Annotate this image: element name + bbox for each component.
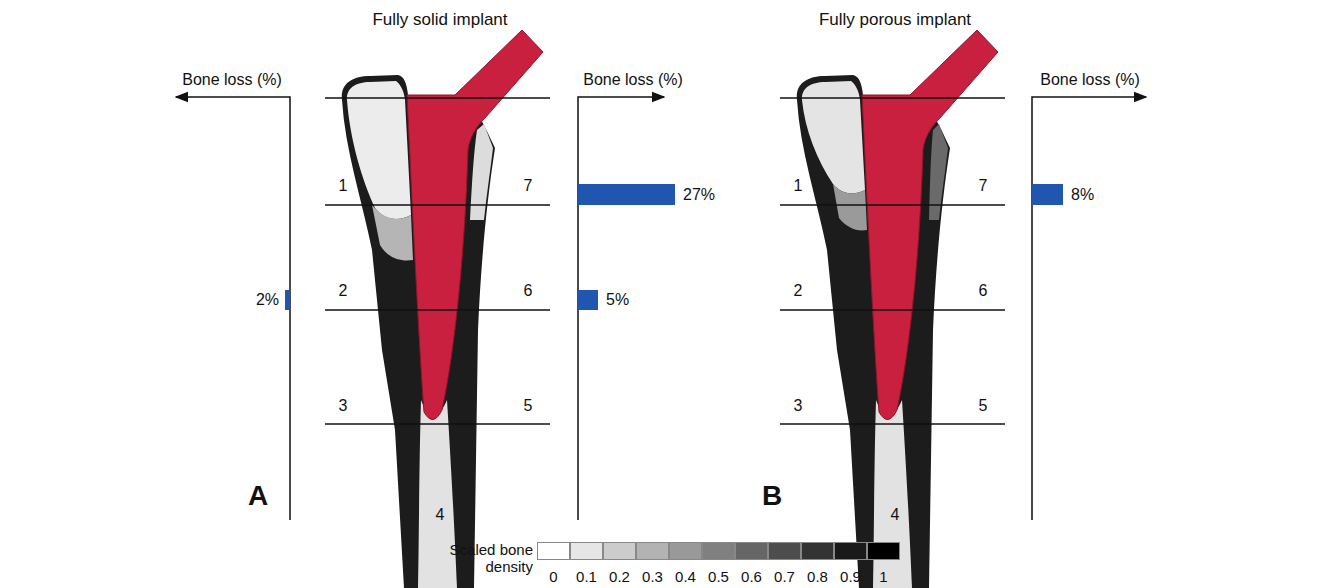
zone-lines <box>325 98 550 424</box>
bone-region <box>833 184 867 231</box>
drawing-part <box>578 290 598 310</box>
legend-tick: 0.8 <box>807 568 828 585</box>
drawing-part <box>578 97 664 520</box>
legend-swatch <box>735 542 768 560</box>
legend-title: Scaled bone density <box>433 541 533 576</box>
panel-letter: A <box>248 480 268 512</box>
legend-swatch <box>702 542 735 560</box>
zone-number: 7 <box>979 177 988 195</box>
zone-number: 3 <box>794 397 803 415</box>
bone-loss-bars <box>285 184 675 310</box>
drawing-part <box>780 204 1005 206</box>
legend-tick: 0.6 <box>741 568 762 585</box>
legend-swatch <box>636 542 669 560</box>
zone-number: 2 <box>794 282 803 300</box>
zone-number: 6 <box>524 282 533 300</box>
drawing-part <box>780 309 1005 311</box>
zone-number: 4 <box>891 506 900 524</box>
drawing-part <box>578 184 675 205</box>
legend-tick: 0.7 <box>774 568 795 585</box>
zone-number: 1 <box>794 177 803 195</box>
drawing-part <box>325 97 550 99</box>
zone-lines <box>780 98 1005 424</box>
legend-tick: 0.2 <box>609 568 630 585</box>
porous-implant <box>862 30 998 420</box>
legend-tick: 1 <box>879 568 887 585</box>
legend-swatch <box>801 542 834 560</box>
drawing-part <box>780 423 1005 425</box>
zone-number: 4 <box>436 506 445 524</box>
medullary-canal <box>418 400 457 588</box>
panel-title: Fully solid implant <box>372 10 507 30</box>
legend-tick: 0.9 <box>840 568 861 585</box>
bone-loss-axes <box>1032 97 1146 520</box>
legend-swatch <box>834 542 867 560</box>
bone-loss-region <box>347 81 411 219</box>
drawing-part <box>325 423 550 425</box>
solid-implant <box>407 30 543 420</box>
bone-region <box>372 205 413 260</box>
zone-number: 7 <box>524 177 533 195</box>
drawing-part <box>1032 184 1063 205</box>
axis-label: Bone loss (%) <box>1040 71 1140 89</box>
bar-value: 8% <box>1071 186 1094 204</box>
legend-tick: 0 <box>549 568 557 585</box>
legend-tick: 0.1 <box>576 568 597 585</box>
drawing-part <box>1032 97 1146 520</box>
legend-swatch <box>768 542 801 560</box>
drawing-part <box>325 309 550 311</box>
femur-porous <box>780 30 1146 588</box>
legend-swatch <box>669 542 702 560</box>
legend-tick: 0.4 <box>675 568 696 585</box>
bar-value: 2% <box>256 291 279 309</box>
axis-label: Bone loss (%) <box>182 71 282 89</box>
panel-letter: B <box>762 480 782 512</box>
bar-value: 27% <box>683 186 715 204</box>
legend-tick: 0.5 <box>708 568 729 585</box>
legend-swatch <box>570 542 603 560</box>
legend-swatch <box>603 542 636 560</box>
bone-loss-bars <box>1032 184 1063 205</box>
zone-number: 2 <box>339 282 348 300</box>
zone-number: 1 <box>339 177 348 195</box>
panel-title: Fully porous implant <box>819 10 971 30</box>
drawing-part <box>176 97 290 520</box>
femur-solid <box>176 30 675 588</box>
axis-label: Bone loss (%) <box>583 71 683 89</box>
drawing-part <box>285 290 290 310</box>
zone-number: 5 <box>524 397 533 415</box>
legend-swatch <box>537 542 570 560</box>
bone-loss-axes <box>176 97 664 520</box>
zone-number: 3 <box>339 397 348 415</box>
zone-number: 5 <box>979 397 988 415</box>
legend-tick: 0.3 <box>642 568 663 585</box>
bar-value: 5% <box>606 291 629 309</box>
drawing-part <box>325 204 550 206</box>
drawing-part <box>780 97 1005 99</box>
zone-number: 6 <box>979 282 988 300</box>
legend-swatch <box>867 542 900 560</box>
